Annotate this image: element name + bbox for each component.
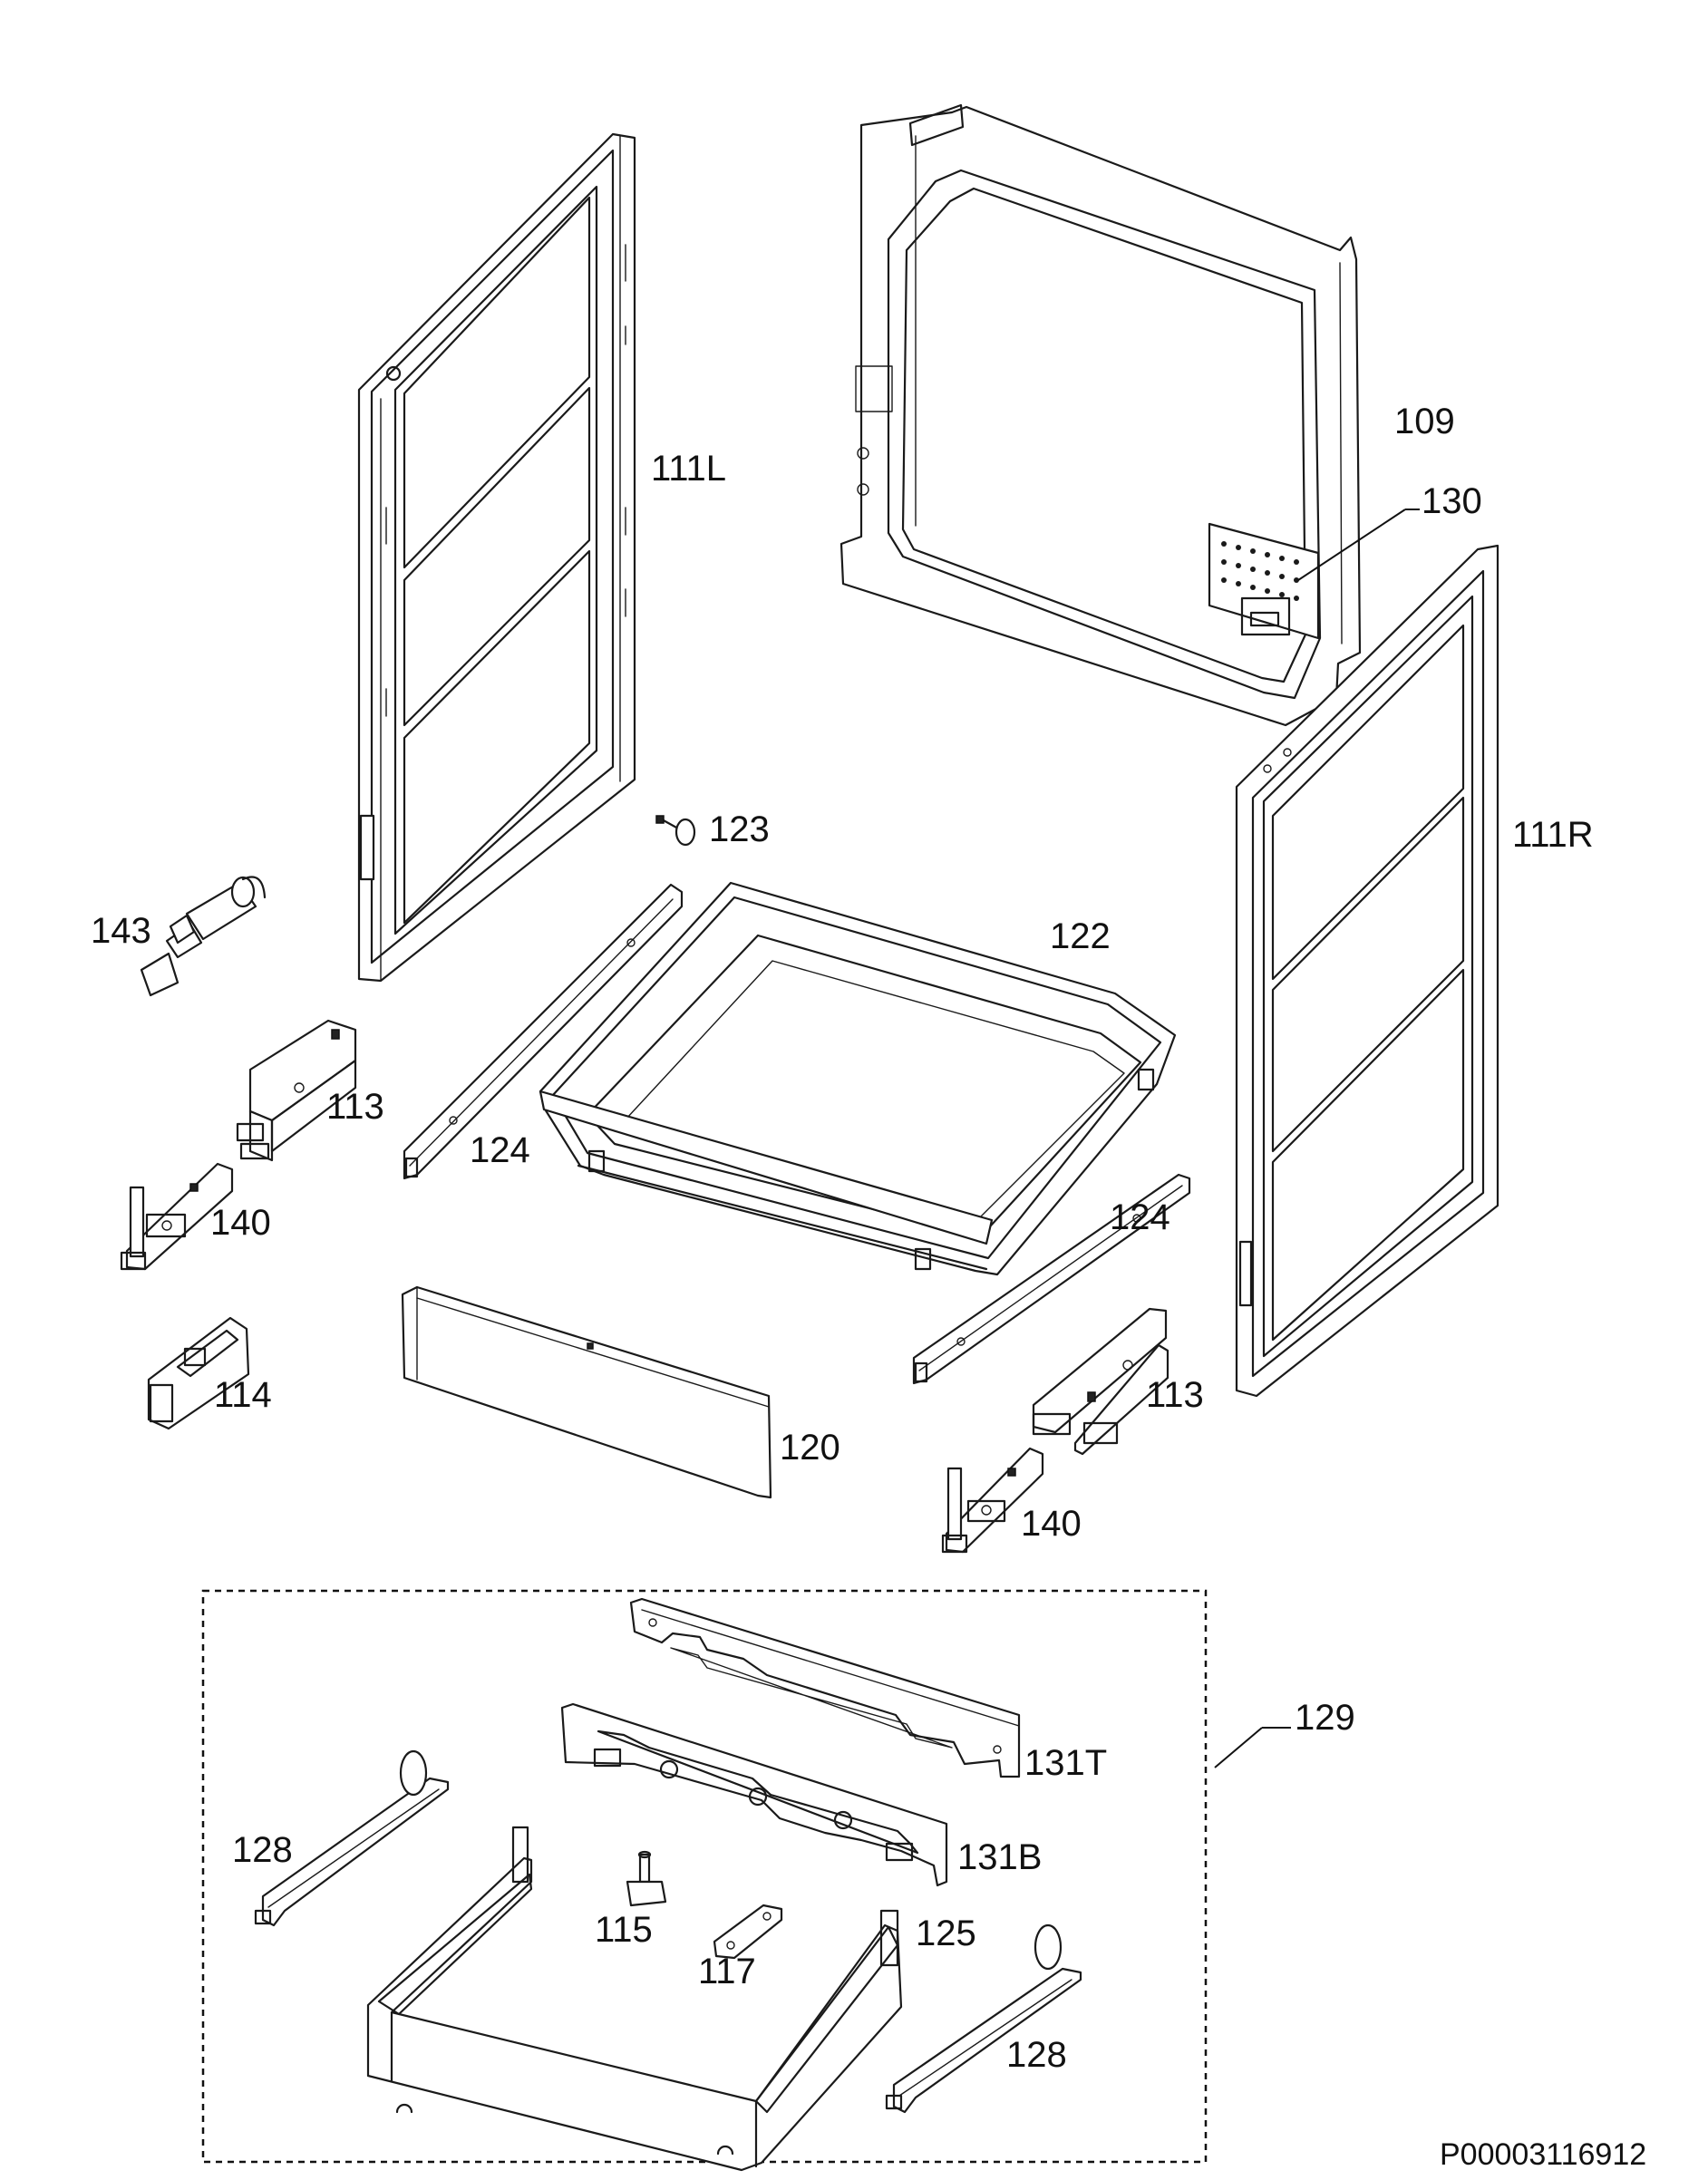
label-131T: 131T (1024, 1743, 1107, 1783)
part-111L-left-side-panel (357, 132, 636, 983)
label-140-right: 140 (1021, 1504, 1082, 1544)
label-122: 122 (1050, 916, 1111, 956)
label-113-left: 113 (326, 1087, 384, 1127)
part-125-base-frame (366, 1826, 903, 2172)
label-128-left: 128 (232, 1830, 293, 1870)
part-120-drawer-front-panel (401, 1285, 772, 1499)
label-123: 123 (709, 809, 770, 849)
part-124-right-rail (912, 1173, 1191, 1385)
part-124-left-rail (403, 883, 684, 1180)
label-140-left: 140 (210, 1203, 271, 1243)
label-117: 117 (698, 1952, 756, 1991)
kit-129-dashed-frame (201, 1589, 1208, 2164)
label-111R: 111R (1512, 815, 1594, 855)
label-114: 114 (214, 1375, 272, 1415)
label-124-left: 124 (470, 1130, 530, 1170)
part-131B-bottom-cross-rail (560, 1702, 948, 1887)
part-122-drawer-tray (539, 881, 1177, 1276)
label-124-right: 124 (1110, 1197, 1170, 1237)
part-140-left-hinge (120, 1162, 234, 1271)
part-117-bracket-plate (713, 1904, 783, 1960)
label-129: 129 (1295, 1698, 1355, 1738)
label-128-right: 128 (1006, 2035, 1067, 2075)
label-125: 125 (916, 1914, 976, 1953)
part-115-adjustable-foot (626, 1850, 667, 1907)
part-128-left-runner (254, 1749, 450, 1927)
document-code: P00003116912 (1440, 2137, 1646, 2172)
part-123-screw (655, 815, 696, 847)
leader-lines (1214, 509, 1420, 1768)
label-143: 143 (91, 911, 151, 951)
part-128-right-runner (885, 1923, 1082, 2114)
label-113-right: 113 (1146, 1375, 1204, 1415)
part-109-back-panel (839, 103, 1362, 727)
part-111R-right-side-panel (1235, 544, 1499, 1398)
part-113-right-hinge-bracket (1032, 1307, 1169, 1456)
part-113-left-hinge-bracket (236, 1019, 357, 1162)
label-120: 120 (780, 1428, 840, 1468)
label-131B: 131B (957, 1837, 1042, 1877)
part-114-latch (147, 1316, 250, 1430)
callout-labels: 109 111L 130 111R 123 122 143 113 124 12… (91, 402, 1646, 2172)
part-143-hinge-damper (140, 876, 267, 997)
part-131T-top-cross-rail (629, 1597, 1021, 1778)
label-115: 115 (595, 1910, 653, 1950)
label-109: 109 (1394, 402, 1455, 441)
label-130: 130 (1422, 481, 1482, 521)
label-111L: 111L (651, 449, 726, 489)
part-140-right-hinge (941, 1447, 1044, 1554)
